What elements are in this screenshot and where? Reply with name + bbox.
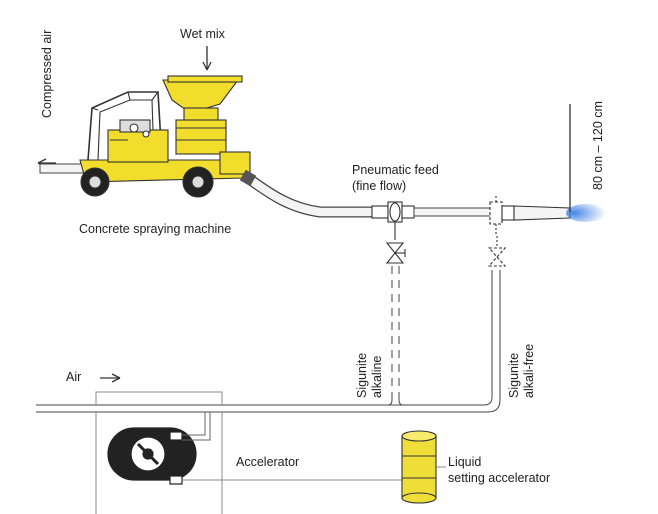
sigunite-alkaline-label-line1: Sigunite (355, 352, 369, 398)
alkali-free-valve (487, 236, 507, 267)
distance-label: 80 cm – 120 cm (591, 101, 605, 190)
alkaline-feed-line-dashed (391, 266, 400, 400)
spray-nozzle (489, 196, 571, 236)
alkaline-valve (385, 222, 406, 264)
hose-to-nozzle (413, 207, 493, 217)
sigunite-alkaline-label-line2: alkaline (370, 355, 384, 398)
spray-jet (566, 204, 606, 222)
wet-mix-label: Wet mix (180, 27, 225, 41)
compressed-air-label: Compressed air (40, 29, 54, 118)
material-hose (239, 169, 376, 218)
wet-mix-arrow (202, 46, 212, 71)
pneumatic-feed-label: Pneumatic feed (352, 163, 439, 177)
concrete-machine-label: Concrete spraying machine (79, 222, 232, 236)
pneumatic-feed-sublabel: (fine flow) (352, 179, 407, 193)
accelerator-label: Accelerator (236, 455, 300, 469)
liquid-label: Liquid (448, 455, 482, 469)
setting-accelerator-label: setting accelerator (448, 471, 551, 485)
air-label: Air (66, 370, 82, 384)
accelerator-drum (401, 430, 437, 504)
peristaltic-pump (107, 427, 197, 485)
dosing-pump-housing (95, 391, 223, 514)
pneumatic-feed-coupling (371, 201, 415, 223)
sigunite-alkalifree-label-line1: Sigunite (507, 352, 521, 398)
air-arrow (100, 373, 121, 383)
sigunite-alkalifree-label-line2: alkali-free (522, 343, 536, 398)
pump-outlet-line (182, 412, 211, 441)
concrete-spraying-machine (79, 75, 251, 198)
air-supply-line (36, 270, 501, 413)
